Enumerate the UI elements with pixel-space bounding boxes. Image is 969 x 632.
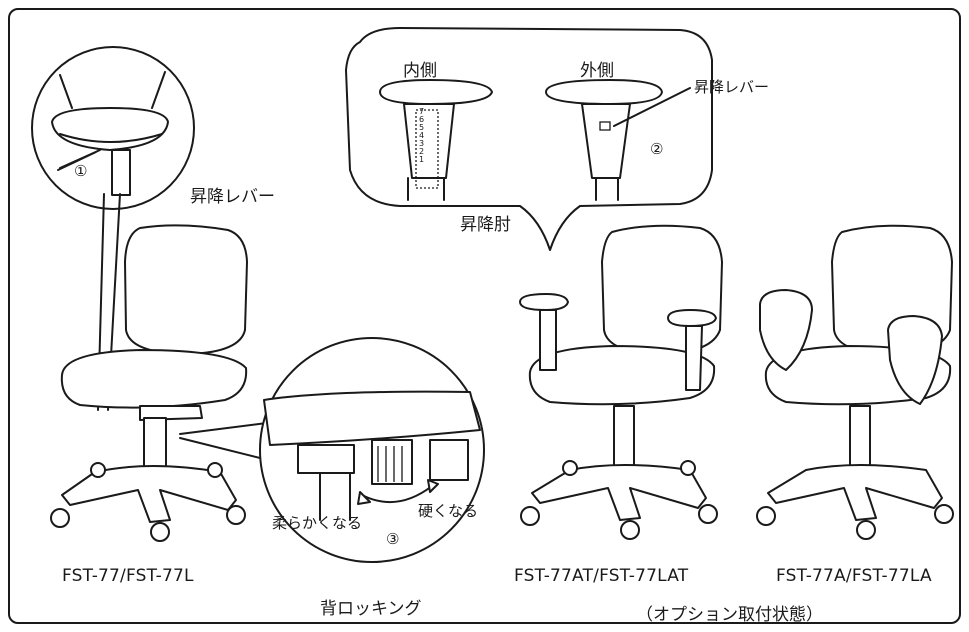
armrest-height-scale: 7 6 5 4 3 2 1: [419, 107, 425, 164]
lift-lever-label: 昇降レバー: [190, 187, 275, 207]
outer-side-label: 外側: [580, 61, 614, 81]
back-locking-magnifier: [179, 337, 485, 563]
chair-fixed-arm: [756, 224, 954, 540]
model-lift-arm: FST-77AT/FST-77LAT: [514, 566, 689, 586]
option-note: （オプション取付状態）: [636, 605, 823, 625]
armrest-magnifier: [345, 27, 713, 251]
marker-3: ③: [386, 530, 400, 548]
inner-side-label: 内側: [403, 61, 437, 81]
arm-lift-lever-label: 昇降レバー: [694, 78, 770, 96]
marker-1: ①: [74, 162, 88, 180]
lift-armrest-label: 昇降肘: [460, 215, 511, 235]
chair-lift-arm: [519, 224, 723, 540]
model-fixed-arm: FST-77A/FST-77LA: [776, 566, 932, 586]
softer-label: 柔らかくなる: [272, 514, 363, 532]
marker-2: ②: [650, 140, 664, 158]
diagram-frame: [8, 8, 961, 624]
model-basic: FST-77/FST-77L: [62, 566, 194, 586]
harder-label: 硬くなる: [418, 502, 479, 520]
chair-basic: [50, 224, 248, 542]
lift-lever-magnifier: [31, 46, 195, 411]
back-locking-label: 背ロッキング: [320, 599, 422, 619]
